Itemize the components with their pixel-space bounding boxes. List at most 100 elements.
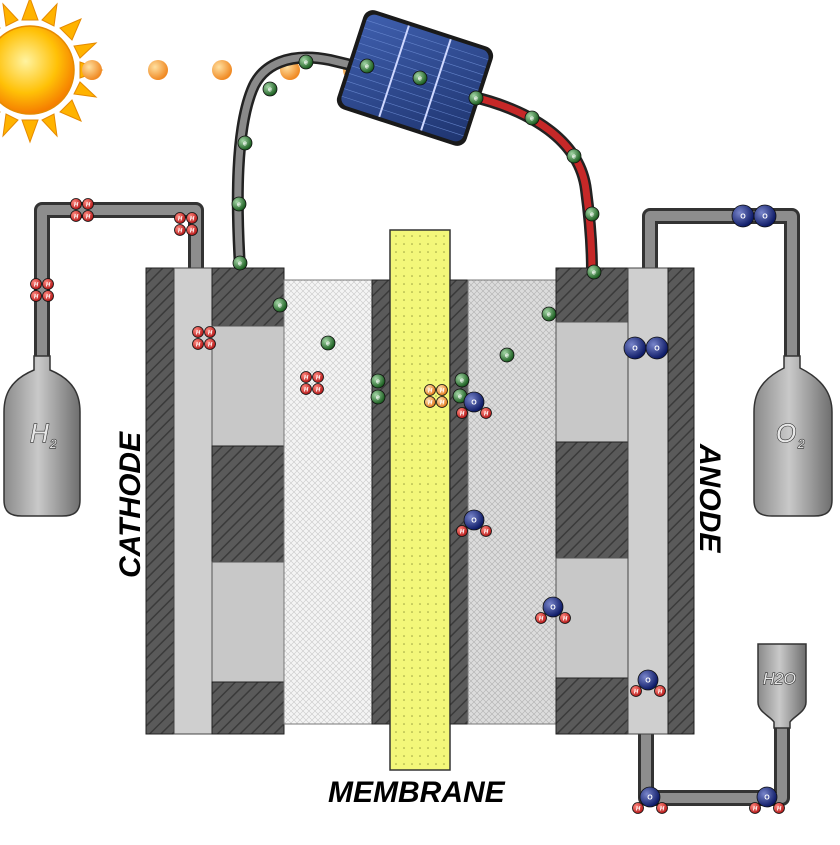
proton: H xyxy=(70,198,82,210)
water-oxygen: O xyxy=(542,596,564,618)
svg-text:H: H xyxy=(34,283,39,289)
svg-text:O: O xyxy=(647,795,653,802)
electron: e xyxy=(499,347,515,363)
svg-text:H: H xyxy=(208,331,213,337)
svg-text:e: e xyxy=(326,341,330,348)
svg-text:H: H xyxy=(178,217,183,223)
water-label: H2O xyxy=(763,671,796,688)
svg-text:e: e xyxy=(278,303,282,310)
svg-text:H: H xyxy=(428,401,433,407)
svg-text:H: H xyxy=(46,295,51,301)
water-oxygen: O xyxy=(637,669,659,691)
svg-text:e: e xyxy=(243,141,247,148)
electron: e xyxy=(524,110,540,126)
svg-text:H: H xyxy=(428,389,433,395)
proton: H xyxy=(192,326,204,338)
proton: H xyxy=(204,338,216,350)
membrane xyxy=(389,229,451,771)
proton: H xyxy=(70,210,82,222)
water-oxygen: O xyxy=(463,391,485,413)
svg-text:e: e xyxy=(418,76,422,83)
electron: e xyxy=(370,389,386,405)
svg-text:O: O xyxy=(632,346,638,353)
electron: e xyxy=(586,264,602,280)
proton: H xyxy=(300,383,312,395)
cathode-label: CATHODE xyxy=(114,431,147,578)
electron: e xyxy=(237,135,253,151)
svg-text:H: H xyxy=(208,343,213,349)
proton: H xyxy=(82,198,94,210)
proton: H xyxy=(192,338,204,350)
svg-text:H: H xyxy=(753,807,758,813)
electron: e xyxy=(272,297,288,313)
electron: e xyxy=(232,255,248,271)
electron: e xyxy=(541,306,557,322)
svg-text:H: H xyxy=(178,229,183,235)
oxygen-tank-icon xyxy=(753,355,833,517)
anode-label: ANODE xyxy=(693,443,726,553)
oxygen-atom: O xyxy=(753,204,777,228)
proton: H xyxy=(312,371,324,383)
water-oxygen: O xyxy=(639,786,661,808)
proton: H xyxy=(300,371,312,383)
svg-text:e: e xyxy=(268,87,272,94)
oxygen-subscript: 2 xyxy=(797,437,805,451)
svg-text:H: H xyxy=(440,401,445,407)
svg-text:H: H xyxy=(460,412,465,418)
svg-text:H: H xyxy=(190,229,195,235)
water-molecule: OH H xyxy=(749,786,785,814)
proton: H xyxy=(30,278,42,290)
svg-text:H: H xyxy=(777,807,782,813)
water-hydrogen: H xyxy=(773,802,785,814)
svg-text:e: e xyxy=(572,154,576,161)
proton: H xyxy=(30,290,42,302)
electron: e xyxy=(231,196,247,212)
electron: e xyxy=(566,148,582,164)
svg-text:H: H xyxy=(484,530,489,536)
proton: H xyxy=(174,224,186,236)
water-hydrogen: H xyxy=(480,525,492,537)
svg-text:H: H xyxy=(74,215,79,221)
proton: H xyxy=(174,212,186,224)
svg-text:H: H xyxy=(658,690,663,696)
electron: e xyxy=(262,81,278,97)
water-oxygen: O xyxy=(756,786,778,808)
svg-text:H: H xyxy=(34,295,39,301)
electron: e xyxy=(468,90,484,106)
svg-text:H: H xyxy=(304,376,309,382)
svg-text:e: e xyxy=(304,60,308,67)
svg-text:H: H xyxy=(636,807,641,813)
proton: H xyxy=(186,212,198,224)
svg-text:O: O xyxy=(471,518,477,525)
svg-text:e: e xyxy=(592,270,596,277)
svg-text:H: H xyxy=(563,617,568,623)
svg-text:H: H xyxy=(460,530,465,536)
svg-text:H: H xyxy=(440,389,445,395)
oxygen-atom: O xyxy=(623,336,647,360)
sun-icon xyxy=(0,0,104,144)
oxygen-atom: O xyxy=(731,204,755,228)
svg-text:H: H xyxy=(196,343,201,349)
svg-text:e: e xyxy=(530,116,534,123)
svg-text:H: H xyxy=(316,376,321,382)
svg-text:e: e xyxy=(505,353,509,360)
svg-text:e: e xyxy=(458,394,462,401)
electron: e xyxy=(584,206,600,222)
water-hydrogen: H xyxy=(632,802,644,814)
proton-membrane: H xyxy=(436,384,448,396)
svg-text:e: e xyxy=(237,202,241,209)
svg-text:H: H xyxy=(86,215,91,221)
electron: e xyxy=(412,70,428,86)
hydrogen-subscript: 2 xyxy=(49,437,57,451)
electron: e xyxy=(359,58,375,74)
svg-text:H: H xyxy=(46,283,51,289)
svg-text:O: O xyxy=(550,605,556,612)
